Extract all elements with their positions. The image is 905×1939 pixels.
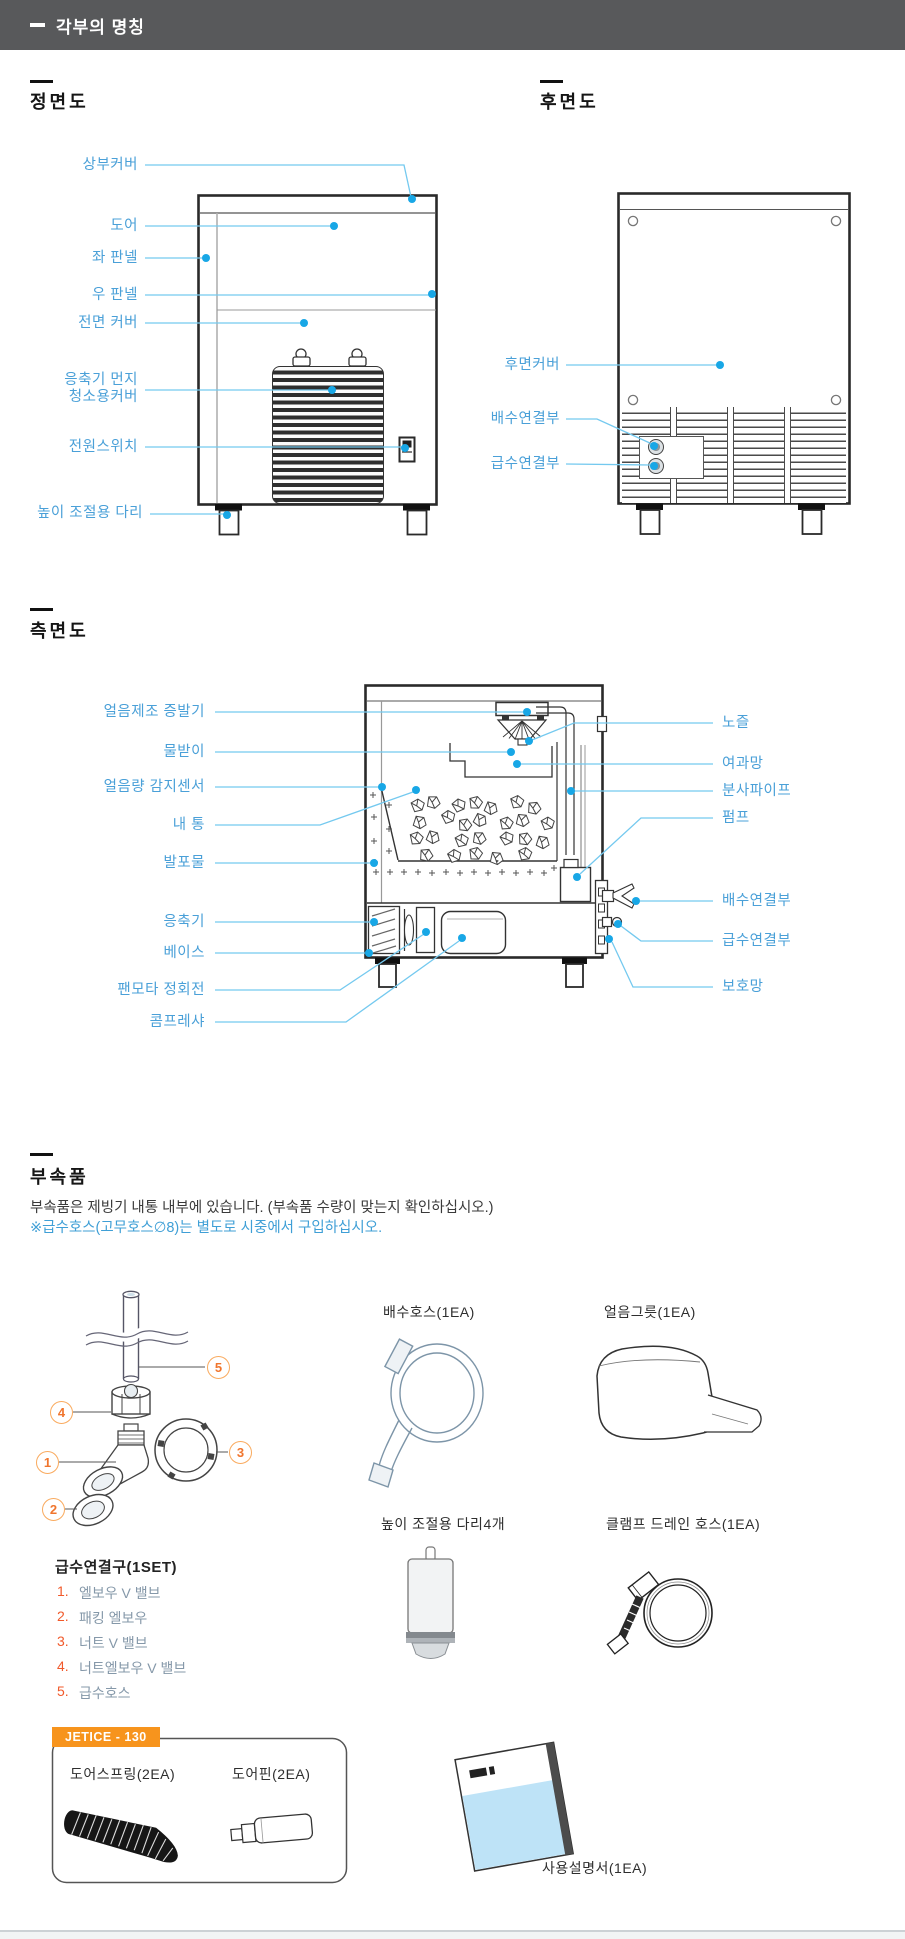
jetice-box-drawing xyxy=(51,1737,348,1884)
label-legs-item: 높이 조절용 다리4개 xyxy=(381,1516,506,1532)
part-number: 5. xyxy=(57,1683,69,1699)
label-condenser: 응축기 xyxy=(163,914,205,930)
label-left-panel: 좌 판넬 xyxy=(91,250,138,266)
manual-book-drawing xyxy=(454,1741,575,1872)
label-manual: 사용설명서(1EA) xyxy=(542,1860,648,1876)
rear-section-dash xyxy=(540,80,563,83)
page-title: 각부의 명칭 xyxy=(56,17,145,37)
label-evaporator: 얼음제조 증발기 xyxy=(103,704,205,720)
rear-leader-dots xyxy=(650,361,724,470)
label-clamp-hose-item: 클램프 드레인 호스(1EA) xyxy=(606,1516,761,1532)
grille-divider xyxy=(784,407,791,503)
front-leader-dots xyxy=(202,195,436,519)
part-name: 너트엘보우 V 밸브 xyxy=(79,1660,187,1676)
label-power-switch: 전원스위치 xyxy=(68,439,138,455)
label-rear-water-conn: 급수연결부 xyxy=(490,456,560,472)
drain-hose-drawing xyxy=(368,1338,484,1488)
label-side-water-conn: 급수연결부 xyxy=(722,933,792,949)
label-nozzle: 노즐 xyxy=(722,715,750,731)
label-compressor: 콤프레샤 xyxy=(149,1014,205,1030)
label-guard-mesh: 보호망 xyxy=(722,979,764,995)
callout-3: 3 xyxy=(229,1441,252,1464)
connector-set-title: 급수연결구(1SET) xyxy=(55,1559,178,1576)
side-leader-dots xyxy=(365,708,640,957)
callout-4: 4 xyxy=(50,1401,73,1424)
part-name: 너트 V 밸브 xyxy=(79,1635,148,1651)
label-top-cover: 상부커버 xyxy=(82,157,138,173)
side-leader-lines xyxy=(215,711,713,1023)
front-leader-lines xyxy=(145,164,430,515)
connector-part-row: 1. 엘보우 V 밸브 xyxy=(57,1583,161,1603)
part-number: 3. xyxy=(57,1633,69,1649)
model-badge: JETICE - 130 xyxy=(52,1727,160,1747)
leveling-leg-drawing xyxy=(406,1546,455,1659)
rear-section-title: 후면도 xyxy=(540,92,599,112)
door-spring-drawing xyxy=(64,1810,178,1863)
connector-part-row: 4. 너트엘보우 V 밸브 xyxy=(57,1658,186,1678)
callout-2: 2 xyxy=(42,1498,65,1521)
label-rear-drain-conn: 배수연결부 xyxy=(490,411,560,427)
connector-part-row: 2. 패킹 엘보우 xyxy=(57,1608,147,1628)
accessories-description: 부속품은 제빙기 내통 내부에 있습니다. (부속품 수량이 맞는지 확인하십시… xyxy=(30,1200,494,1216)
callout-1: 1 xyxy=(36,1451,59,1474)
label-pump: 펌프 xyxy=(722,810,750,826)
label-door-spring: 도어스프링(2EA) xyxy=(70,1766,176,1782)
side-section-title: 측면도 xyxy=(30,621,89,641)
footer-divider xyxy=(0,1930,905,1932)
rear-leader-lines xyxy=(565,364,718,466)
page-header: 각부의 명칭 xyxy=(0,0,905,50)
label-filter-mesh: 여과망 xyxy=(722,756,764,772)
label-inner-tank: 내 통 xyxy=(172,817,205,833)
label-right-panel: 우 판넬 xyxy=(91,287,138,303)
label-door: 도어 xyxy=(110,218,138,234)
label-drain-hose-item: 배수호스(1EA) xyxy=(383,1304,475,1320)
ice-scoop-drawing xyxy=(596,1345,762,1440)
clamp-hose-drawing xyxy=(606,1570,713,1655)
header-dash-icon xyxy=(30,23,45,27)
part-name: 급수호스 xyxy=(79,1685,131,1701)
water-connector-assembly-drawing xyxy=(72,1290,218,1527)
front-section-dash xyxy=(30,80,53,83)
label-condenser-dust-cover: 응축기 먼지 청소용커버 xyxy=(64,372,138,405)
footer-area xyxy=(0,1932,905,1939)
label-side-drain-conn: 배수연결부 xyxy=(722,893,792,909)
door-pin-drawing xyxy=(230,1813,314,1844)
callout-5: 5 xyxy=(207,1356,230,1379)
grille-divider xyxy=(727,407,734,503)
label-foam: 발포물 xyxy=(163,855,205,871)
side-section-dash xyxy=(30,608,53,611)
part-number: 4. xyxy=(57,1658,69,1674)
label-spray-pipe: 분사파이프 xyxy=(722,783,792,799)
part-name: 패킹 엘보우 xyxy=(79,1610,148,1626)
label-door-pin: 도어핀(2EA) xyxy=(232,1766,311,1782)
label-drip-tray: 물받이 xyxy=(163,744,205,760)
label-front-cover: 전면 커버 xyxy=(78,315,138,331)
label-rear-cover: 후면커버 xyxy=(504,357,560,373)
label-base: 베이스 xyxy=(163,945,205,961)
side-view-drawing xyxy=(364,684,635,988)
accessories-note: ※급수호스(고무호스∅8)는 별도로 시중에서 구입하십시오. xyxy=(30,1220,383,1236)
condenser-grille xyxy=(272,366,384,504)
label-ice-scoop-item: 얼음그릇(1EA) xyxy=(604,1304,696,1320)
label-fan-motor: 팬모타 정회전 xyxy=(117,982,205,998)
part-number: 1. xyxy=(57,1583,69,1599)
assembly-callout-lines xyxy=(59,1366,228,1510)
label-leveling-leg: 높이 조절용 다리 xyxy=(37,505,143,521)
label-ice-sensor: 얼음량 감지센서 xyxy=(103,779,205,795)
part-number: 2. xyxy=(57,1608,69,1624)
front-section-title: 정면도 xyxy=(30,92,89,112)
connector-part-row: 5. 급수호스 xyxy=(57,1683,131,1703)
part-name: 엘보우 V 밸브 xyxy=(79,1585,161,1601)
connector-part-row: 3. 너트 V 밸브 xyxy=(57,1633,148,1653)
accessories-section-dash xyxy=(30,1153,53,1156)
accessories-section-title: 부속품 xyxy=(30,1167,89,1187)
